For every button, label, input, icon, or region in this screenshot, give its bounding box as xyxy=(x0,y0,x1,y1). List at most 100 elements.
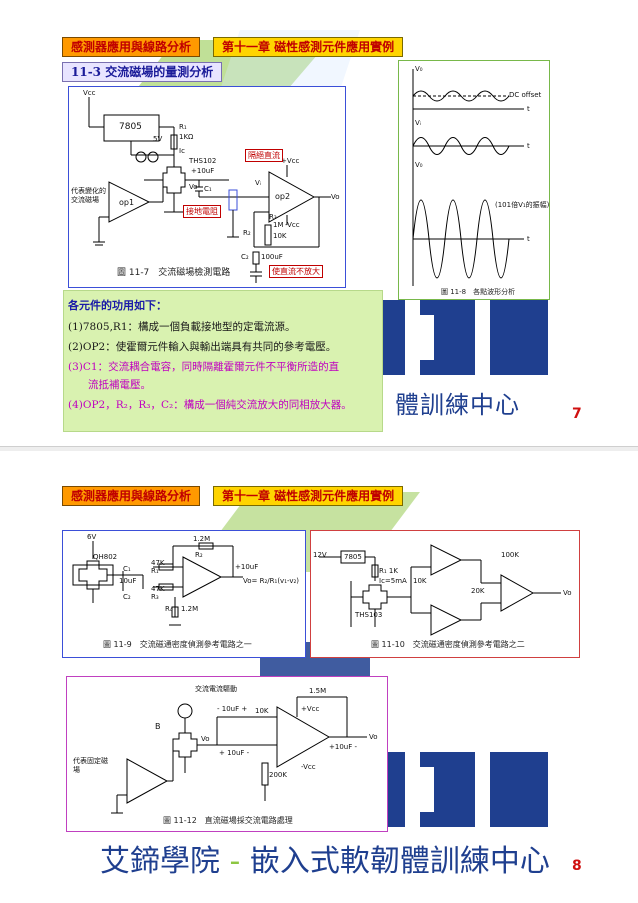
qh802-label: QH802 xyxy=(93,553,118,561)
footer-brand-dash: - xyxy=(229,844,241,879)
component-function-notes: 各元件的功用如下： (1)7805,R1：構成一個負載接地型的定電流源。 (2)… xyxy=(63,290,383,432)
ic-label: Ic=5mA xyxy=(379,577,407,585)
dc-field-ac-circuit xyxy=(111,696,367,814)
figure-11-8-panel: V₀ DC offset t Vᵢ t V₀ (101倍V₁的振幅) t 圖 1… xyxy=(398,60,550,300)
figure-11-9-panel: 6V QH802 R₁ 47K R₃ 47K R₂ 1.2M R₄ 1.2M C… xyxy=(62,530,306,658)
isolate-dc-tag: 隔絕直流 xyxy=(245,149,283,162)
notes-item-1: (1)7805,R1：構成一個負載接地型的定電流源。 xyxy=(68,321,296,333)
figure-11-7-panel: Vcc 7805 R₁ 1KΩ 5V Ic THS102 +10uF C₁ Vo… xyxy=(68,86,346,288)
vo-label: Vo xyxy=(563,589,572,597)
r1-label: R₁ xyxy=(151,567,159,575)
waveform-analysis xyxy=(412,69,524,286)
regulator-label: 7805 xyxy=(344,553,362,561)
motor-label: 交流電流驅動 xyxy=(195,685,237,693)
c1-value-label: +10uF xyxy=(191,167,215,175)
fixed-field-label: 代表固定磁場 xyxy=(73,757,108,774)
op1-label: op1 xyxy=(119,198,135,207)
dc-offset-label: DC offset xyxy=(509,91,542,99)
figure-11-12-caption: 圖 11-12 直流磁場採交流電路處理 xyxy=(163,816,293,825)
ac-flux-circuit-2 xyxy=(319,544,561,636)
notes-item-3a: (3)C1：交流耦合電容，同時隔離霍爾元件不平衡所造的直 xyxy=(68,361,340,373)
minus-vcc-label: -Vcc xyxy=(285,221,300,229)
course-title-tab: 感測器應用與線路分析 xyxy=(62,486,201,506)
r10k-label: 10K xyxy=(255,707,269,715)
r3-label: R₃ xyxy=(151,593,159,601)
footer-brand-name: 艾鍗學院 xyxy=(100,844,220,879)
figure-11-7-caption: 圖 11-7 交流磁場檢測電路 xyxy=(117,268,231,278)
c1-label: C₁ xyxy=(204,185,212,193)
figure-11-9-caption: 圖 11-9 交流磁通密度偵測參考電路之一 xyxy=(103,640,252,649)
r1-label: R₁ xyxy=(179,123,187,131)
c1-label: C₁ xyxy=(123,565,131,573)
r2-label: R₂ xyxy=(195,551,203,559)
chapter-title-tab: 第十一章 磁性感測元件應用實例 xyxy=(213,37,404,57)
v5-label: 5V xyxy=(153,135,163,143)
wave3-label: V₀ xyxy=(415,161,423,169)
r2-value-label: 1.2M xyxy=(193,535,211,543)
figure-11-10-caption: 圖 11-10 交流磁通密度偵測參考電路之二 xyxy=(371,640,525,649)
r100k-label: 100K xyxy=(501,551,519,559)
ac-field-detect-circuit xyxy=(88,97,331,283)
ground-resistor-tag: 接地電阻 xyxy=(183,205,221,218)
vo-mid-label: Vo xyxy=(189,183,198,191)
wave2-label: Vᵢ xyxy=(415,119,422,127)
b-label: B xyxy=(155,722,161,731)
ths103-label: THS103 xyxy=(355,611,383,619)
r2-label: R₂ xyxy=(243,229,251,237)
v12-label: 12V xyxy=(313,551,327,559)
chapter-title-tab: 第十一章 磁性感測元件應用實例 xyxy=(213,486,404,506)
page-number: 8 xyxy=(572,858,582,874)
minus-vcc-label: -Vcc xyxy=(301,763,316,771)
vo-output-label: Vo xyxy=(369,733,378,741)
t1-label: t xyxy=(527,105,530,113)
vcc-label: Vcc xyxy=(83,89,96,97)
r4-label: R₄ xyxy=(165,605,173,613)
no-dc-amp-tag: 使直流不放大 xyxy=(269,265,323,278)
c3-label: +10uF - xyxy=(329,743,357,751)
notes-item-2: (2)OP2：使霍爾元件輸入與輸出端具有共同的參考電壓。 xyxy=(68,341,337,353)
notes-heading: 各元件的功用如下： xyxy=(68,299,167,312)
t2-label: t xyxy=(527,142,530,150)
t3-label: t xyxy=(527,235,530,243)
r200k-label: 200K xyxy=(269,771,287,779)
vo-mid-label: Vo xyxy=(201,735,210,743)
wave1-label: V₀ xyxy=(415,65,423,73)
op2-label: op2 xyxy=(275,192,291,201)
c2-label: + 10uF - xyxy=(219,749,250,757)
slide-2: 感測器應用與線路分析 第十一章 磁性感測元件應用實例 6V QH8 xyxy=(0,452,638,898)
vo-output-label: Vo xyxy=(331,193,340,201)
ths-label: THS102 xyxy=(189,157,217,165)
section-title-tab: 11-3 交流磁場的量測分析 xyxy=(62,62,223,82)
vi-label: Vᵢ xyxy=(255,179,262,187)
gain-label: (101倍V₁的振幅) xyxy=(495,201,550,209)
c-value-label: 10uF xyxy=(119,577,137,585)
figure-11-8-caption: 圖 11-8 各點波形分析 xyxy=(441,288,516,296)
notes-item-3b: 流抵補電壓。 xyxy=(88,379,151,391)
figure-11-12-panel: 交流電流驅動 B 代表固定磁場 - 10uF + 10K 1.5M +Vcc -… xyxy=(66,676,388,832)
c2-label: C₂ xyxy=(241,253,249,261)
r3-value-label: 47K xyxy=(151,585,165,593)
c1-label: - 10uF + xyxy=(217,705,248,713)
r1k-label: R₁ 1K xyxy=(379,567,398,575)
footer-brand: 艾鍗學院 - 嵌入式軟韌體訓練中心 xyxy=(100,836,550,880)
r15m-label: 1.5M xyxy=(309,687,327,695)
slide-separator xyxy=(0,447,638,451)
r1-value-label: 1KΩ xyxy=(179,133,194,141)
r20k-label: 20K xyxy=(471,587,485,595)
field-label: 代表變化的交流磁場 xyxy=(71,187,106,204)
slide-1: 體訓練中心 感測器應用與線路分析 第十一章 磁性感測元件應用實例 11-3 交流… xyxy=(0,0,638,447)
c2-label: C₂ xyxy=(123,593,131,601)
plus-vcc-label: +Vcc xyxy=(301,705,320,713)
vo-formula-label: Vo= R₂/R₁(v₁-v₂) xyxy=(243,577,300,585)
r2-value-label: 1M xyxy=(273,221,284,229)
output-cap-label: +10uF xyxy=(235,563,259,571)
course-title-tab: 感測器應用與線路分析 xyxy=(62,37,201,57)
page-number: 7 xyxy=(572,406,582,422)
r3-label: R₃ xyxy=(269,213,277,221)
regulator-label: 7805 xyxy=(119,122,142,132)
ic-label: Ic xyxy=(179,147,185,155)
r3-value-label: 10K xyxy=(273,232,287,240)
footer-brand-tagline: 嵌入式軟韌體訓練中心 xyxy=(249,844,550,879)
notes-item-4: (4)OP2，R₂，R₃，C₂：構成一個純交流放大的同相放大器。 xyxy=(68,399,352,411)
ac-flux-circuit-1 xyxy=(72,541,243,626)
